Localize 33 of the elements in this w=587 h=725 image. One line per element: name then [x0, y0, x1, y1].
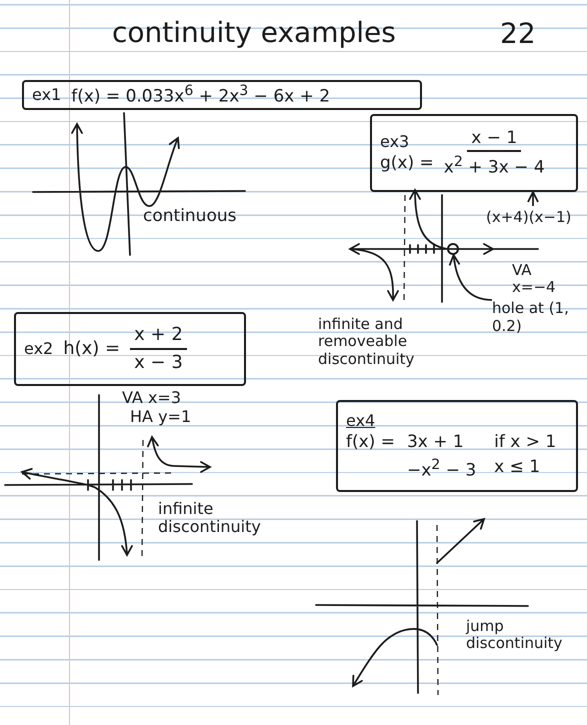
formula-box: [370, 114, 578, 192]
function-name: g(x) =: [380, 153, 434, 174]
graph-note: jump discontinuity: [466, 618, 564, 652]
function-name: f(x) =: [346, 432, 395, 454]
asymptote-note: VA x=−4: [512, 262, 557, 296]
formula-box: [22, 80, 422, 110]
formula-box: [336, 400, 578, 492]
piece-expression: 3x + 1: [406, 432, 465, 453]
denominator: x$^{2}$ + 3x − 4: [444, 153, 545, 178]
example-label: ex3: [380, 132, 410, 152]
denominator: x − 3: [134, 351, 183, 374]
formula-box: [14, 312, 246, 386]
example-label: ex4: [346, 411, 376, 430]
asymptote-note: VA x=3: [122, 389, 182, 408]
asymptote-note: HA y=1: [130, 408, 192, 426]
function-name: h(x) =: [63, 338, 120, 360]
annotation-text: hole at (1, 0.2): [492, 299, 570, 335]
graph-note: continuous: [143, 207, 238, 227]
function-formula: f(x) = 0.033x$^{6}$ + 2x$^{3}$ − 6x + 2: [71, 82, 330, 108]
page-number: 22: [500, 18, 537, 50]
arrow: [527, 191, 539, 206]
annotation-text: (x+4)(x−1): [486, 208, 572, 226]
hole-circle: [447, 243, 459, 255]
example-label: ex1: [32, 85, 62, 105]
piece-condition: x ≤ 1: [494, 456, 542, 479]
numerator: x + 2: [130, 324, 187, 350]
graph-note: infinite and removeable discontinuity: [318, 316, 416, 368]
graph-note: infinite discontinuity: [158, 500, 262, 537]
numerator: x − 1: [467, 128, 522, 152]
piece-condition: if x > 1: [494, 432, 556, 453]
page-title: continuity examples: [112, 16, 396, 49]
piece-expression: −x$^{2}$ − 3: [406, 456, 476, 481]
example-label: ex2: [24, 339, 54, 359]
